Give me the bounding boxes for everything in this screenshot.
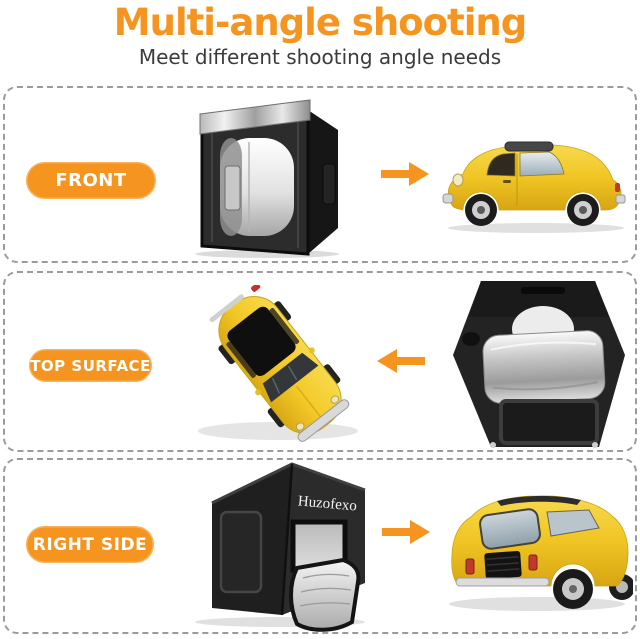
- rear-bumper: [209, 294, 244, 323]
- top-slot: [521, 287, 565, 294]
- car-shadow: [449, 597, 625, 611]
- tail-light-right: [528, 554, 538, 571]
- right-side-label-badge: RIGHT SIDE: [26, 526, 154, 563]
- rear-wheel: [553, 569, 593, 609]
- rear-window: [479, 508, 541, 550]
- engine-grille: [484, 550, 522, 580]
- camera-hole: [462, 332, 480, 346]
- toy-car-rear-view-photo: [449, 495, 633, 611]
- rear-side-window: [519, 151, 565, 177]
- section-right-side: RIGHT SIDE Huzofexo: [3, 458, 637, 634]
- corner-edge: [280, 463, 294, 616]
- sunroof: [504, 141, 554, 152]
- tail-light: [615, 183, 620, 192]
- car-body: [451, 495, 629, 587]
- rear-wheel: [567, 194, 599, 226]
- lightbox-front-view-photo: [195, 99, 339, 258]
- car-top-body-group: [209, 285, 350, 442]
- arrow-right-icon: [381, 162, 429, 186]
- left-window-cover: [219, 510, 263, 594]
- arrow-left-icon: [377, 349, 425, 373]
- rear-bumper: [615, 194, 626, 204]
- rear-bumper: [455, 577, 550, 587]
- door-handle: [503, 180, 511, 183]
- mirror-left: [255, 389, 262, 396]
- silver-reflector-roll: [482, 330, 606, 404]
- silver-light-bar: [199, 99, 311, 135]
- side-window-flap: [322, 163, 336, 205]
- side-window: [546, 509, 600, 537]
- brand-logo-text: Huzofexo: [297, 493, 357, 514]
- page-subtitle: Meet different shooting angle needs: [138, 45, 502, 69]
- front-bumper: [442, 193, 454, 204]
- front-bumper: [297, 399, 350, 442]
- tail-light: [251, 285, 261, 292]
- front-wheel: [465, 194, 497, 226]
- arrow-right-icon: [382, 520, 430, 544]
- foot-left: [490, 442, 496, 448]
- section-top-surface: TOP SURFACE: [3, 271, 637, 452]
- toy-car-top-view-photo: [198, 285, 358, 442]
- top-surface-label-text: TOP SURFACE: [30, 356, 151, 375]
- hood-crease: [296, 385, 322, 418]
- silver-reflector-flap: [289, 557, 361, 632]
- page-title: Multi-angle shooting: [113, 1, 527, 44]
- mirror-right: [308, 347, 315, 354]
- front-label-badge: FRONT: [26, 162, 156, 199]
- header: Multi-angle shooting Meet different shoo…: [0, 0, 640, 69]
- foot-right: [592, 442, 598, 448]
- lightbox-top-face: [469, 281, 609, 317]
- foil-texture: [299, 573, 352, 607]
- headlight-right: [330, 395, 340, 404]
- sunroof: [227, 306, 296, 376]
- front-window-frame: [499, 399, 599, 445]
- front-label-text: FRONT: [55, 170, 127, 191]
- sunroof-edge: [497, 495, 581, 506]
- toy-car-side-view-photo: [442, 141, 626, 233]
- lightbox-top-view-photo: [453, 281, 625, 448]
- tail-light-left: [465, 558, 475, 575]
- inner-window: [224, 165, 241, 211]
- windshield: [262, 352, 319, 403]
- lightbox-right-side-view-photo: Huzofexo: [195, 462, 366, 632]
- headlight-left: [295, 422, 305, 431]
- top-surface-label-badge: TOP SURFACE: [29, 349, 152, 382]
- headlight: [452, 173, 464, 187]
- section-front: FRONT: [3, 86, 637, 263]
- front-side-window: [486, 152, 516, 177]
- right-side-label-text: RIGHT SIDE: [32, 534, 148, 555]
